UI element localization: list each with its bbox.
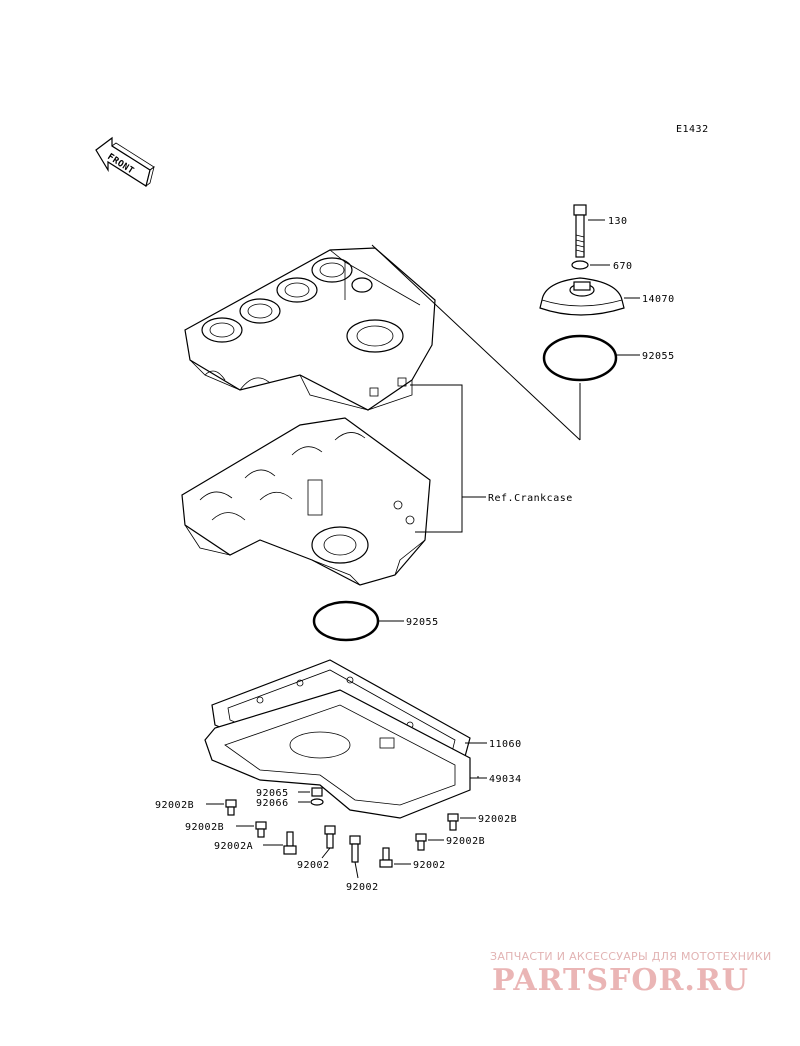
washer-92066: 92066: [256, 798, 324, 809]
label-130: 130: [608, 216, 628, 227]
label-14070: 14070: [642, 294, 675, 305]
oring-670: 670: [571, 260, 633, 272]
oring-92055-lower: 92055: [312, 600, 439, 642]
label-92002B-4: 92002B: [446, 836, 485, 847]
watermark-brand: PARTSFOR.RU: [492, 963, 749, 998]
label-49034: 49034: [489, 774, 522, 785]
bolt-92002B-4: 92002B: [415, 833, 485, 851]
label-92065: 92065: [256, 788, 289, 799]
watermark-tagline: ЗАПЧАСТИ И АКСЕССУАРЫ ДЛЯ МОТОТЕХНИКИ: [490, 950, 772, 963]
bolt-92002-3: 92002: [379, 847, 446, 871]
bolt-92002-2: 92002: [346, 835, 379, 893]
bolt-92002B-3: 92002B: [447, 813, 517, 831]
cap-14070: 14070: [539, 277, 675, 316]
bolt-92002B-2: 92002B: [185, 821, 267, 838]
label-92002B-3: 92002B: [478, 814, 517, 825]
label-92002-3: 92002: [413, 860, 446, 871]
label-670: 670: [613, 261, 633, 272]
oring-92055-upper: 92055: [542, 334, 675, 382]
label-92055-lower: 92055: [406, 617, 439, 628]
bolt-92002-1: 92002: [297, 825, 336, 871]
label-92002-2: 92002: [346, 882, 379, 893]
crankcase-ref-label: Ref.Crankcase: [488, 493, 573, 504]
upper-crankcase: [184, 247, 436, 411]
lower-crankcase: [181, 417, 431, 586]
oilpan-49034: 49034: [204, 689, 522, 819]
bolt-130: 130: [573, 204, 628, 258]
crankcase-ref-bracket: Ref.Crankcase: [410, 384, 573, 533]
bolt-92002B-1: 92002B: [155, 799, 237, 816]
diagram-code: E1432: [676, 124, 709, 135]
label-92002-1: 92002: [297, 860, 330, 871]
label-92002B-1: 92002B: [155, 800, 194, 811]
label-92066: 92066: [256, 798, 289, 809]
label-11060: 11060: [489, 739, 522, 750]
front-arrow-icon: FRONT: [95, 136, 155, 187]
drain-plug-92065: 92065: [256, 787, 323, 799]
label-92002B-2: 92002B: [185, 822, 224, 833]
label-92055-upper: 92055: [642, 351, 675, 362]
bolt-92002A: 92002A: [214, 831, 297, 855]
label-92002A: 92002A: [214, 841, 253, 852]
